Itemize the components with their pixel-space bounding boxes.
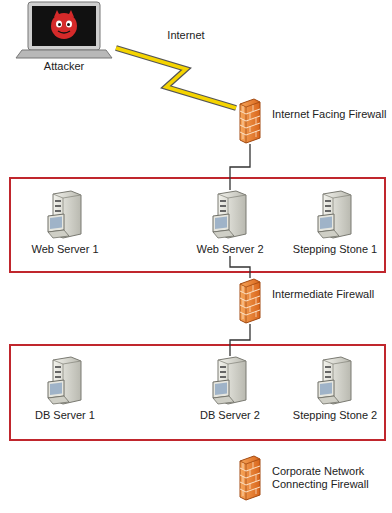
server-icon — [213, 191, 246, 238]
server-node: DB Server 1 — [15, 356, 115, 422]
laptop-icon — [16, 2, 112, 58]
firewall-node: Internet Facing Firewall — [238, 98, 388, 144]
firewall-label: Internet Facing Firewall — [272, 108, 388, 121]
server-icon — [48, 191, 81, 238]
attacker-node: Attacker — [14, 0, 114, 73]
edge-label: Internet — [165, 29, 206, 42]
server-label: Web Server 2 — [180, 243, 280, 256]
server-node: Stepping Stone 2 — [285, 356, 385, 422]
server-label: DB Server 2 — [180, 409, 280, 422]
server-node: Web Server 2 — [180, 190, 280, 256]
firewall-label: Corporate Network Connecting Firewall — [272, 465, 388, 491]
server-label: Stepping Stone 2 — [285, 409, 385, 422]
firewall-icon — [240, 99, 260, 143]
firewall-label: Intermediate Firewall — [272, 288, 388, 301]
server-icon — [318, 357, 351, 404]
attacker-label: Attacker — [14, 60, 114, 73]
server-node: Web Server 1 — [15, 190, 115, 256]
zone-frame — [10, 345, 385, 440]
server-icon — [318, 191, 351, 238]
firewall-icon — [240, 456, 260, 500]
firewall-node: Corporate Network Connecting Firewall — [238, 455, 388, 501]
firewall-node: Intermediate Firewall — [238, 278, 388, 324]
server-icon — [48, 357, 81, 404]
connector — [230, 144, 250, 190]
server-label: Stepping Stone 1 — [285, 243, 385, 256]
server-node: Stepping Stone 1 — [285, 190, 385, 256]
server-label: DB Server 1 — [15, 409, 115, 422]
server-icon — [213, 357, 246, 404]
server-label: Web Server 1 — [15, 243, 115, 256]
zone-frame — [10, 178, 385, 272]
connector — [230, 256, 250, 278]
server-node: DB Server 2 — [180, 356, 280, 422]
firewall-icon — [240, 279, 260, 323]
connector — [116, 48, 236, 108]
connector — [230, 324, 250, 356]
